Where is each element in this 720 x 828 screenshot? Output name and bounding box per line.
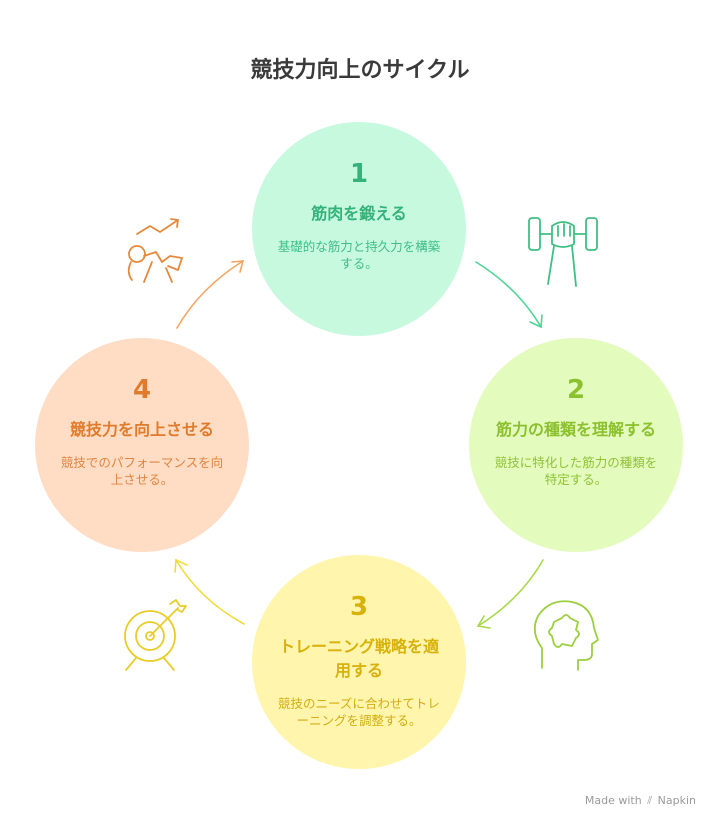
step-1-description: 基礎的な筋力と持久力を構築する。: [277, 239, 441, 271]
step-3-heading: トレーニング戦略を適用する: [278, 637, 439, 680]
arrow-2-to-3: [476, 559, 544, 629]
made-with-label: Made with: [584, 794, 642, 807]
runner-trend-icon: [127, 218, 183, 283]
step-3-description: 競技のニーズに合わせてトレーニングを調整する。: [278, 696, 440, 728]
arrow-4-to-1: [176, 260, 245, 329]
target-arrow-icon: [124, 599, 187, 671]
step-2-number: 2: [566, 375, 586, 405]
step-1-number: 1: [349, 159, 369, 189]
step-2-heading: 筋力の種類を理解する: [495, 420, 656, 439]
step-2-description: 競技に特化した筋力の種類を特定する。: [494, 455, 658, 487]
step-4-circle: 4 競技力を向上させる 競技でのパフォーマンスを向上させる。: [35, 338, 249, 552]
step-1-heading: 筋肉を鍛える: [311, 204, 407, 223]
step-4-number: 4: [132, 375, 152, 405]
arrow-3-to-4: [174, 558, 245, 625]
step-1-circle: 1 筋肉を鍛える 基礎的な筋力と持久力を構築する。: [252, 122, 466, 336]
napkin-branding[interactable]: Made with ⫽ Napkin: [585, 794, 696, 808]
step-4-heading: 競技力を向上させる: [69, 420, 214, 439]
napkin-logo-icon: ⫽: [647, 794, 653, 807]
step-2-circle: 2 筋力の種類を理解する 競技に特化した筋力の種類を特定する。: [469, 338, 683, 552]
step-4-description: 競技でのパフォーマンスを向上させる。: [60, 455, 224, 487]
napkin-name: Napkin: [657, 794, 696, 807]
step-3-circle: 3 トレーニング戦略を適用する 競技のニーズに合わせてトレーニングを調整する。: [252, 555, 466, 769]
arrow-1-to-2: [475, 261, 543, 329]
diagram-title: 競技力向上のサイクル: [250, 58, 470, 83]
step-3-number: 3: [349, 592, 369, 622]
dumbbell-hand-icon: [528, 217, 598, 287]
head-puzzle-icon: [533, 600, 599, 671]
